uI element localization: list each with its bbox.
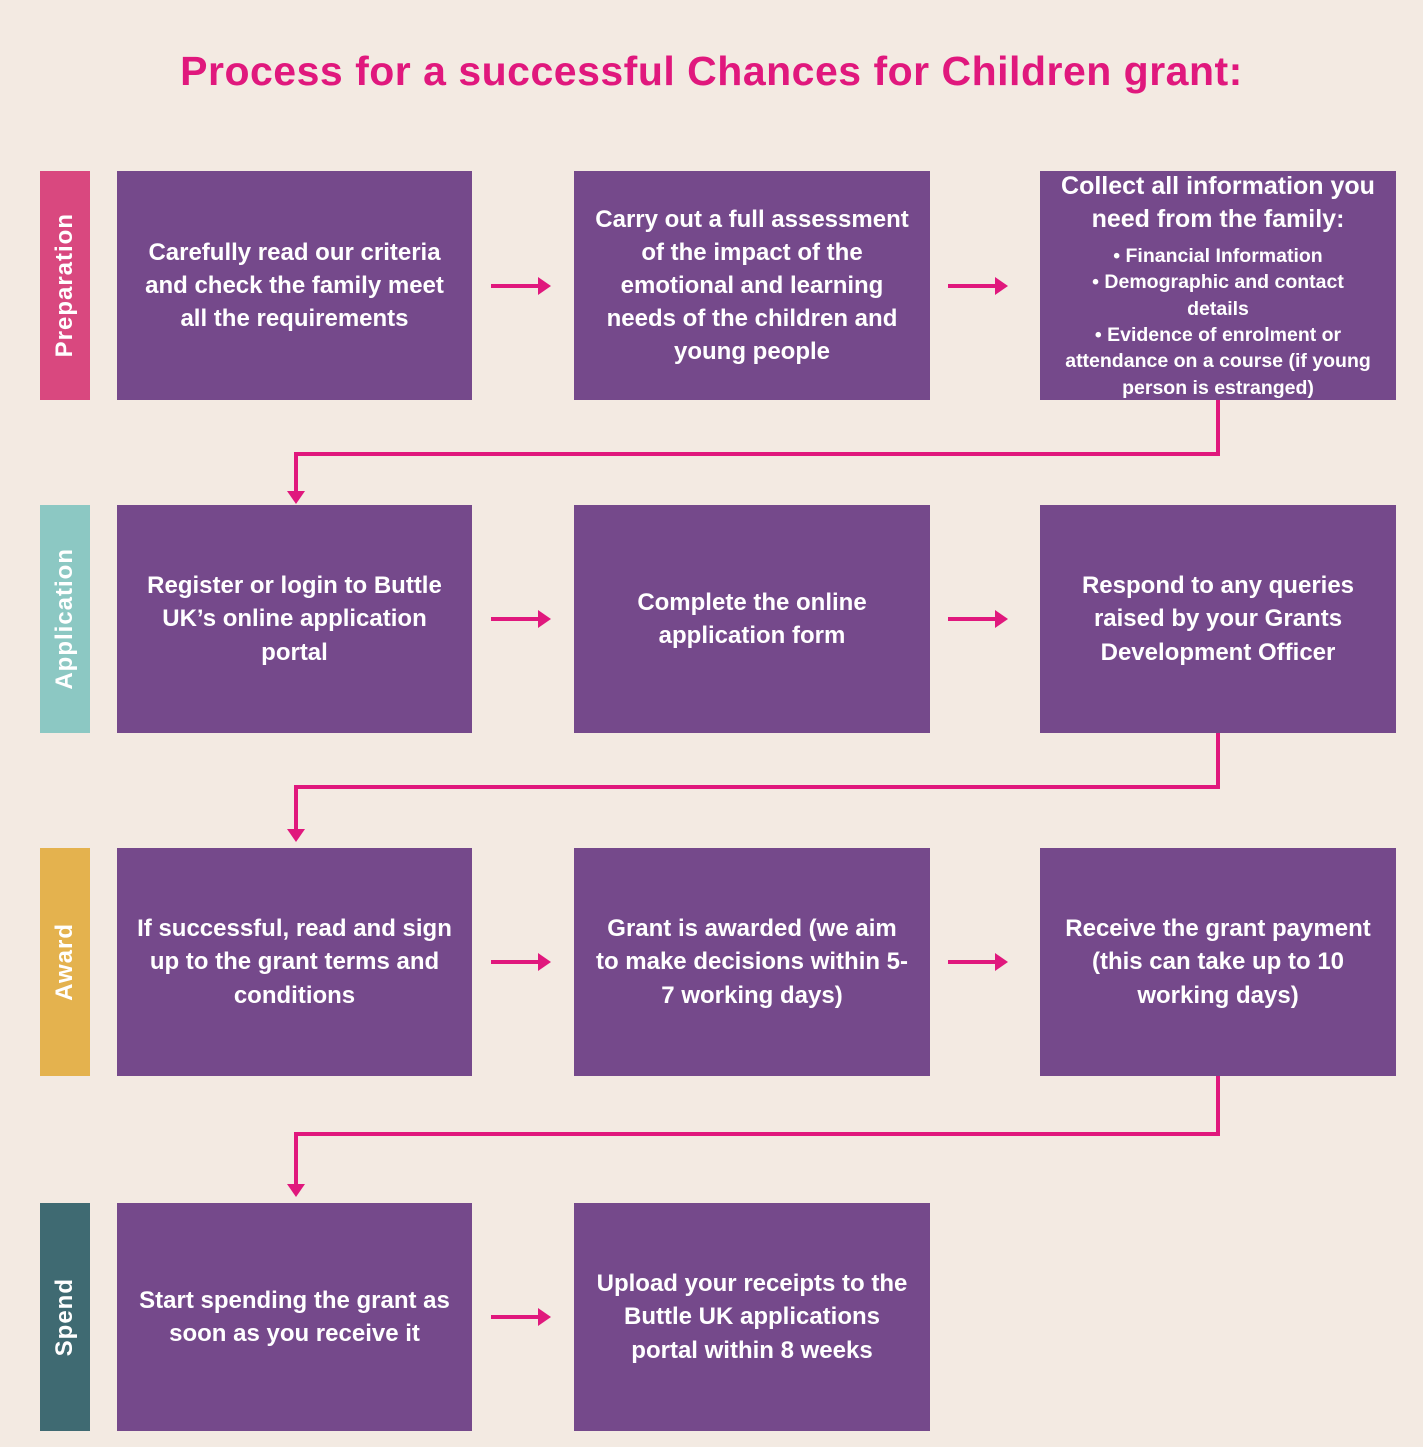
row-award: Award If successful, read and sign up to… [0,848,1423,1076]
connector-line [1216,400,1220,456]
row-application: Application Register or login to Buttle … [0,505,1423,733]
bullet-item: • Financial Information [1113,245,1323,268]
connector-line [294,1132,298,1186]
step-assessment: Carry out a full assessment of the impac… [574,171,930,400]
connector-line [294,1132,1220,1136]
step-heading: Collect all information you need from th… [1061,172,1375,233]
connector-line [294,452,298,493]
step-collect-info: Collect all information you need from th… [1040,171,1396,400]
connector-line [294,785,1220,789]
arrow-down-icon [287,829,305,842]
row-preparation: Preparation Carefully read our criteria … [0,171,1423,400]
arrow-down-icon [287,491,305,504]
stage-label-text: Spend [51,1277,78,1357]
step-start-spending: Start spending the grant as soon as you … [117,1203,472,1431]
stage-label-text: Award [51,923,78,1001]
step-text: Carry out a full assessment of the impac… [595,205,909,366]
step-read-criteria: Carefully read our criteria and check th… [117,171,472,400]
bullet-item: • Demographic and contact details [1092,271,1344,320]
stage-label-text: Preparation [51,213,78,358]
connector-line [1216,733,1220,789]
step-text: Register or login to Buttle UK’s online … [147,572,442,666]
step-upload-receipts: Upload your receipts to the Buttle UK ap… [574,1203,930,1431]
stage-label-text: Application [51,548,78,690]
step-receive-payment: Receive the grant payment (this can take… [1040,848,1396,1076]
step-text: Carefully read our criteria and check th… [145,238,444,333]
step-text: Grant is awarded (we aim to make decisio… [595,915,909,1009]
step-complete-form: Complete the online application form [574,505,930,733]
row-spend: Spend Start spending the grant as soon a… [0,1203,1423,1431]
arrow-right-icon [948,276,1008,295]
step-text: Upload your receipts to the Buttle UK ap… [596,1270,908,1364]
stage-label-award: Award [40,848,90,1076]
step-grant-awarded: Grant is awarded (we aim to make decisio… [574,848,930,1076]
step-respond-queries: Respond to any queries raised by your Gr… [1040,505,1396,733]
arrow-right-icon [948,610,1008,628]
stage-label-spend: Spend [40,1203,90,1431]
step-text: Receive the grant payment (this can take… [1065,915,1371,1009]
arrow-right-icon [491,953,551,971]
arrow-right-icon [491,276,551,295]
connector-line [294,452,1220,456]
connector-line [294,785,298,831]
bullet-item: • Evidence of enrolment or attendance on… [1065,324,1371,399]
step-text: Complete the online application form [637,588,867,649]
step-sign-terms: If successful, read and sign up to the g… [117,848,472,1076]
arrow-right-icon [491,610,551,628]
arrow-right-icon [491,1308,551,1326]
step-text: Start spending the grant as soon as you … [139,1286,450,1347]
arrow-right-icon [948,953,1008,971]
stage-label-application: Application [40,505,90,733]
step-text: Respond to any queries raised by your Gr… [1081,572,1355,666]
arrow-down-icon [287,1184,305,1197]
connector-line [1216,1076,1220,1136]
stage-label-preparation: Preparation [40,171,90,400]
step-text: If successful, read and sign up to the g… [137,915,452,1009]
page-title: Process for a successful Chances for Chi… [180,48,1243,94]
step-register-login: Register or login to Buttle UK’s online … [117,505,472,733]
